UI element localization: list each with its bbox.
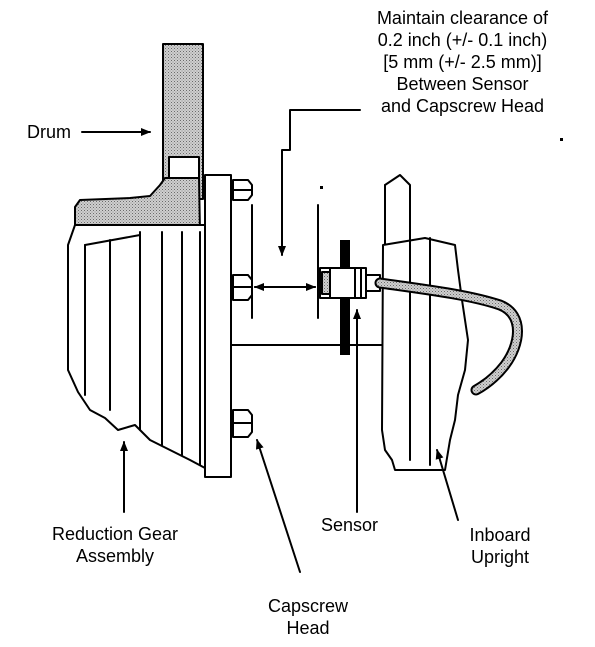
clearance-line: 0.2 inch (+/- 0.1 inch)	[377, 30, 548, 50]
drum-part	[74, 43, 204, 233]
drum-label: Drum	[27, 122, 71, 142]
capscrew-arrow	[255, 439, 301, 573]
reduction-gear-housing	[67, 224, 216, 476]
mounting-flange	[204, 174, 232, 478]
inboard-upright-line: Upright	[470, 547, 530, 567]
inboard-upright-arrow	[435, 449, 459, 521]
sensor-label: Sensor	[321, 515, 379, 535]
clearance-label: Maintain clearance of 0.2 inch (+/- 0.1 …	[345, 7, 580, 117]
inboard-upright	[381, 174, 469, 471]
clearance-arrow	[278, 109, 361, 256]
capscrew-heads	[232, 179, 253, 438]
scan-dot	[560, 138, 563, 141]
capscrew-head-label: Capscrew Head	[258, 595, 358, 639]
clearance-line: Between Sensor	[396, 74, 529, 94]
capscrew-head-line: Capscrew	[267, 596, 349, 616]
inboard-upright-label: Inboard Upright	[455, 524, 545, 568]
clearance-line: Maintain clearance of	[376, 8, 549, 28]
clearance-line: and Capscrew Head	[380, 96, 545, 116]
sensor-cable	[374, 277, 523, 396]
reduction-gear-line: Reduction Gear	[51, 524, 179, 544]
sensor-assembly	[319, 240, 381, 355]
reduction-gear-label: Reduction Gear Assembly	[30, 523, 200, 567]
scan-dot	[320, 186, 323, 189]
inboard-upright-line: Inboard	[469, 525, 531, 545]
capscrew-head-line: Head	[286, 618, 330, 638]
reduction-gear-line: Assembly	[75, 546, 155, 566]
clearance-line: [5 mm (+/- 2.5 mm)]	[383, 52, 542, 72]
